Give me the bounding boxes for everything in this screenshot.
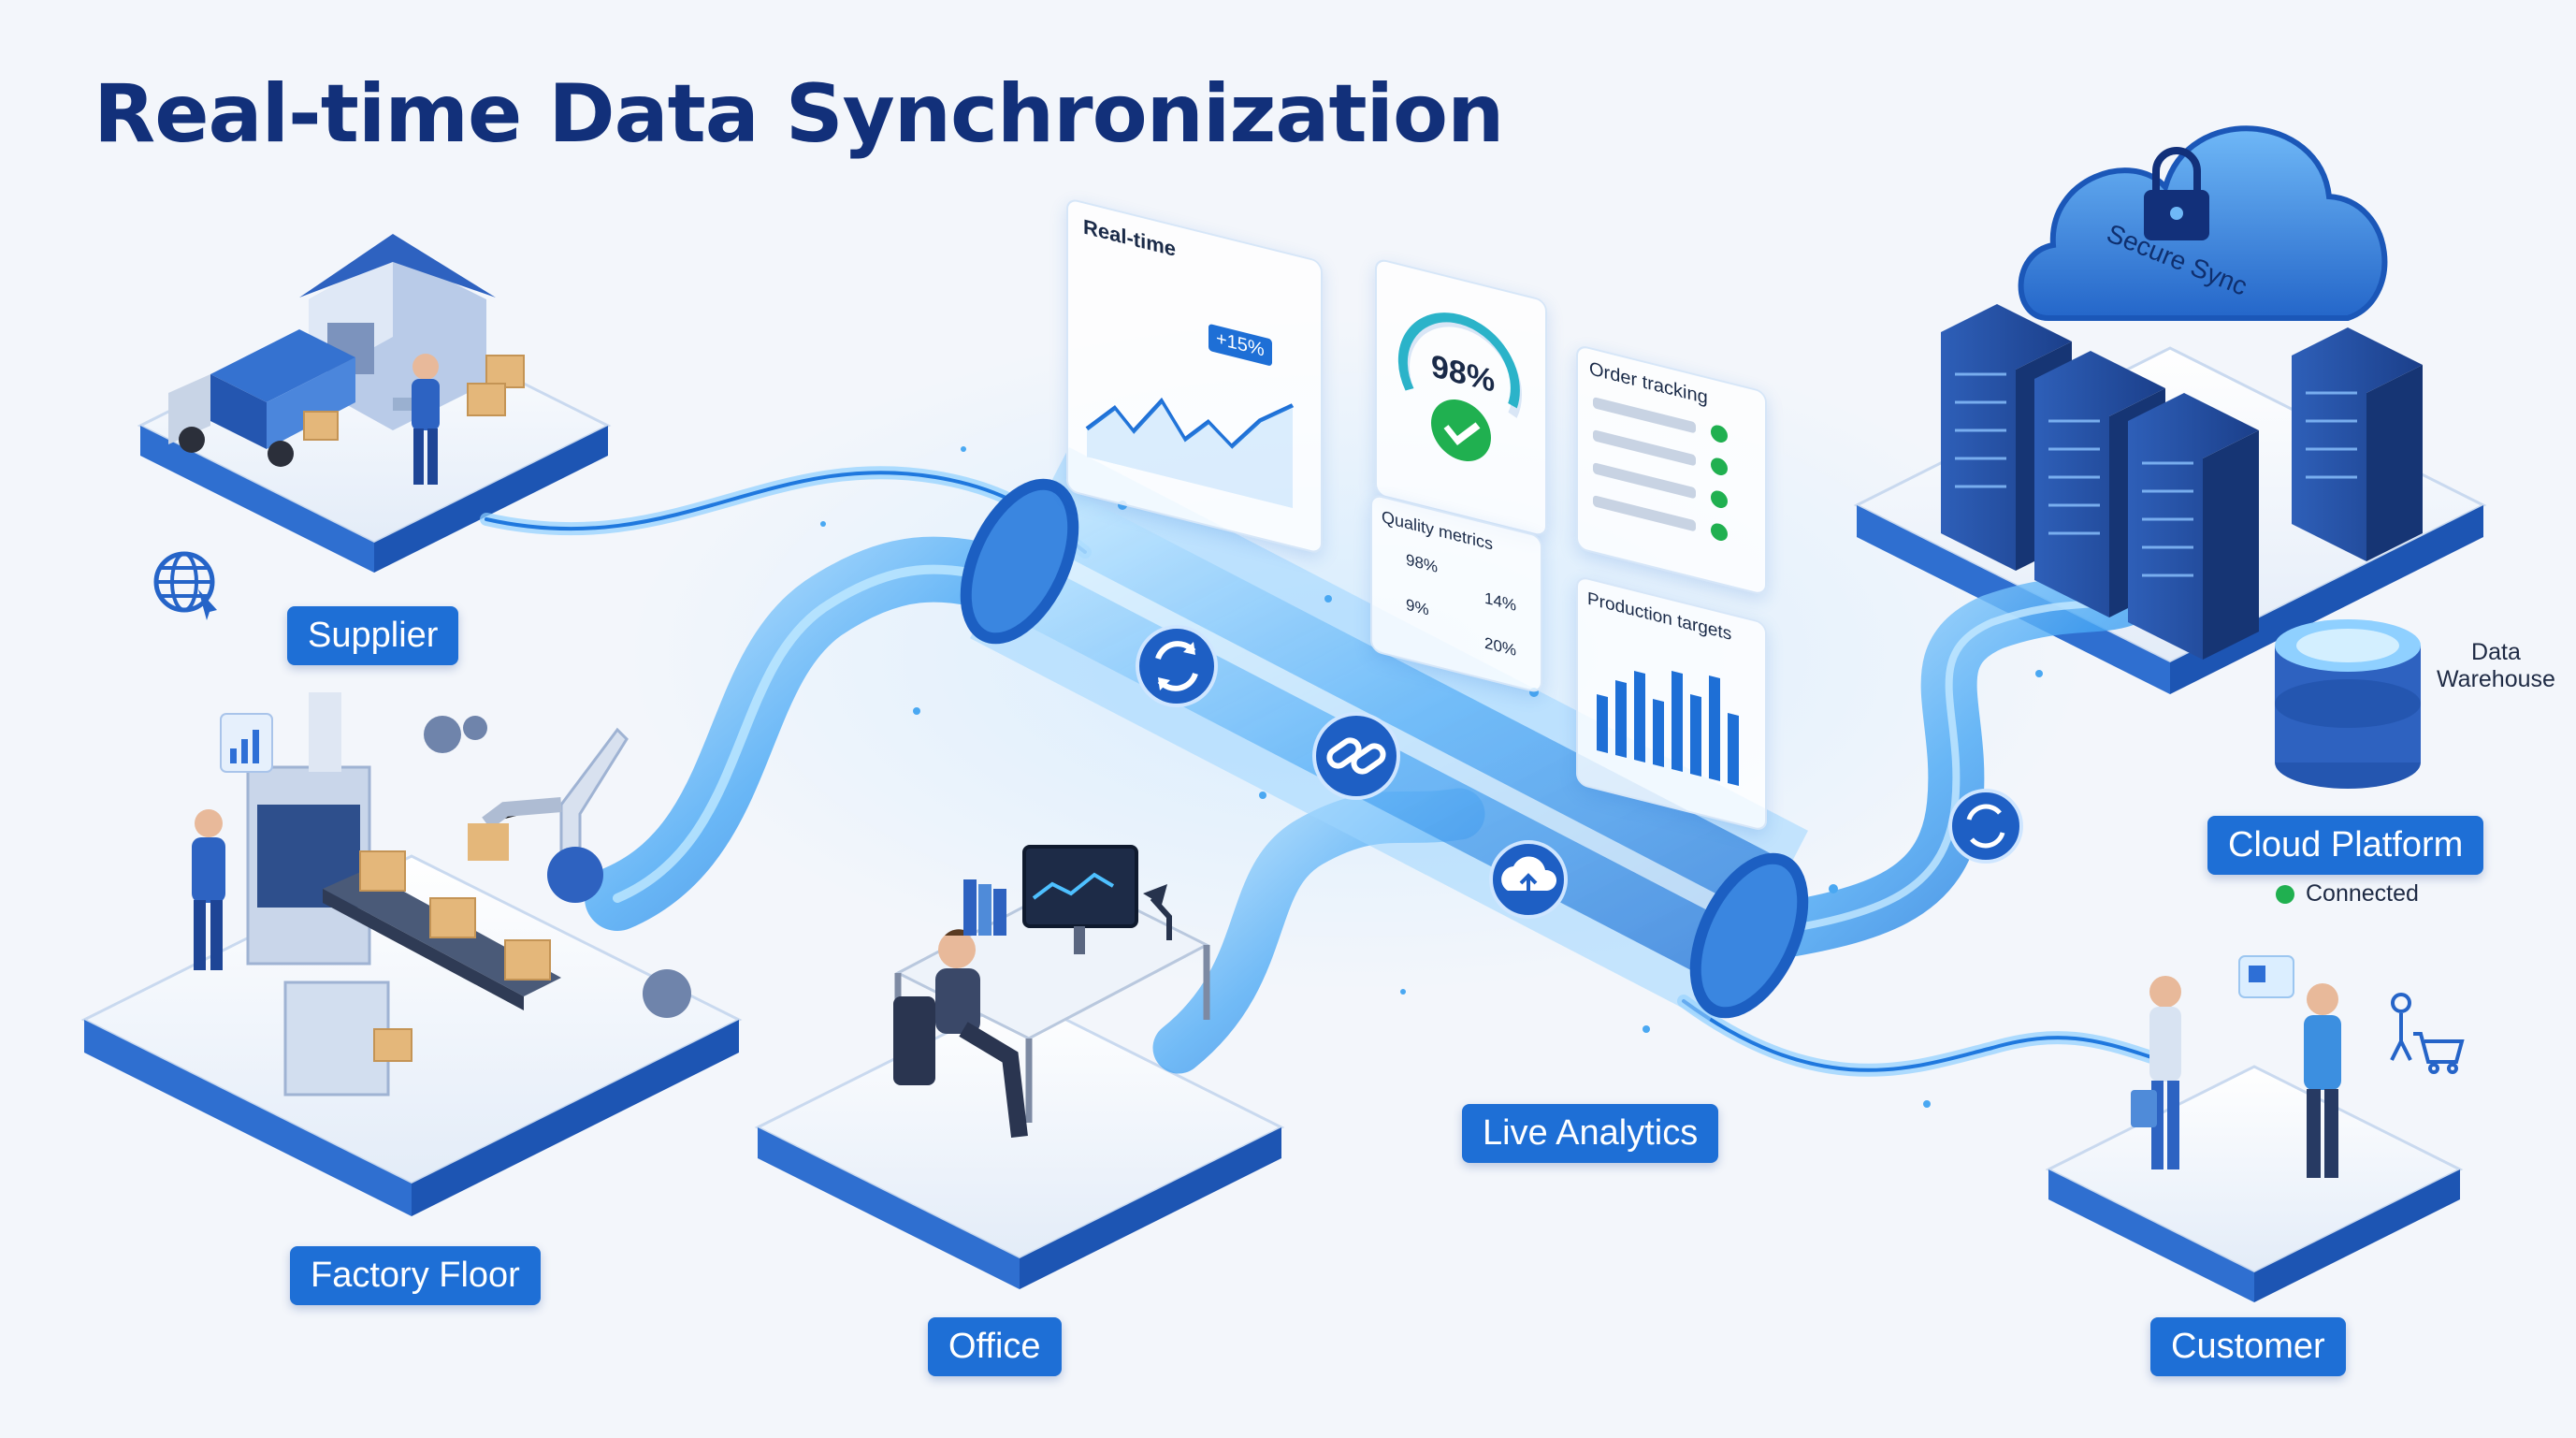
node-label-cloud-platform: Cloud Platform bbox=[2207, 816, 2484, 875]
node-label-supplier: Supplier bbox=[287, 606, 459, 665]
desk-lamp bbox=[1143, 884, 1172, 940]
conveyor-belt bbox=[323, 850, 561, 1062]
node-label-customer: Customer bbox=[2150, 1317, 2346, 1376]
delivery-truck bbox=[168, 329, 355, 467]
robot-arm bbox=[468, 727, 629, 903]
gauge-ring bbox=[1397, 312, 1522, 461]
production-bars bbox=[1597, 671, 1739, 786]
realtime-panel-title: Real-time bbox=[1083, 214, 1177, 262]
customer-platform bbox=[2045, 1065, 2464, 1302]
checklist bbox=[1593, 397, 1728, 541]
quality-metric-2: 9% bbox=[1406, 595, 1429, 619]
production-targets-panel: Production targets bbox=[1576, 574, 1767, 833]
quality-metric-3: 14% bbox=[1484, 588, 1517, 615]
line-chart bbox=[1085, 397, 1295, 509]
sync-icon bbox=[1948, 789, 2023, 864]
quality-metric-4: 20% bbox=[1484, 633, 1517, 660]
sync-icon bbox=[1136, 625, 1218, 707]
boxes bbox=[303, 355, 525, 441]
computer-monitor bbox=[1022, 845, 1138, 954]
link-icon bbox=[1312, 712, 1400, 800]
office-worker bbox=[893, 929, 1028, 1139]
database-cylinder bbox=[2275, 619, 2421, 789]
realtime-chart-panel: Real-time +15% bbox=[1066, 196, 1323, 556]
worker-figure bbox=[393, 354, 440, 485]
customer-man bbox=[2304, 983, 2341, 1178]
status-connected: Connected bbox=[2306, 880, 2419, 907]
gauge-panel: 98% bbox=[1375, 257, 1547, 538]
customer-woman bbox=[2131, 976, 2181, 1169]
cloud-upload-icon bbox=[1489, 840, 1568, 919]
quality-metric-1: 98% bbox=[1406, 550, 1439, 577]
bar-chart-icon bbox=[220, 713, 273, 773]
node-label-live-analytics: Live Analytics bbox=[1462, 1104, 1719, 1163]
server-rack bbox=[2128, 393, 2259, 660]
order-tracking-panel: Order tracking bbox=[1576, 343, 1767, 597]
lock-icon bbox=[2144, 147, 2209, 240]
node-label-factory-floor: Factory Floor bbox=[290, 1246, 541, 1305]
status-dot bbox=[2276, 885, 2294, 904]
server-lines bbox=[1955, 372, 2357, 577]
shopping-cart-icon bbox=[2390, 993, 2465, 1074]
page-title: Real-time Data Synchronization bbox=[94, 67, 1504, 161]
data-warehouse-label: Data Warehouse bbox=[2437, 639, 2555, 692]
node-label-office: Office bbox=[928, 1317, 1062, 1376]
chat-bubble-icon bbox=[2238, 955, 2294, 998]
worker-figure bbox=[192, 809, 225, 970]
globe-icon bbox=[153, 551, 217, 620]
gear-icon bbox=[424, 716, 691, 1018]
books bbox=[963, 879, 1006, 936]
server-rack bbox=[2292, 327, 2423, 561]
